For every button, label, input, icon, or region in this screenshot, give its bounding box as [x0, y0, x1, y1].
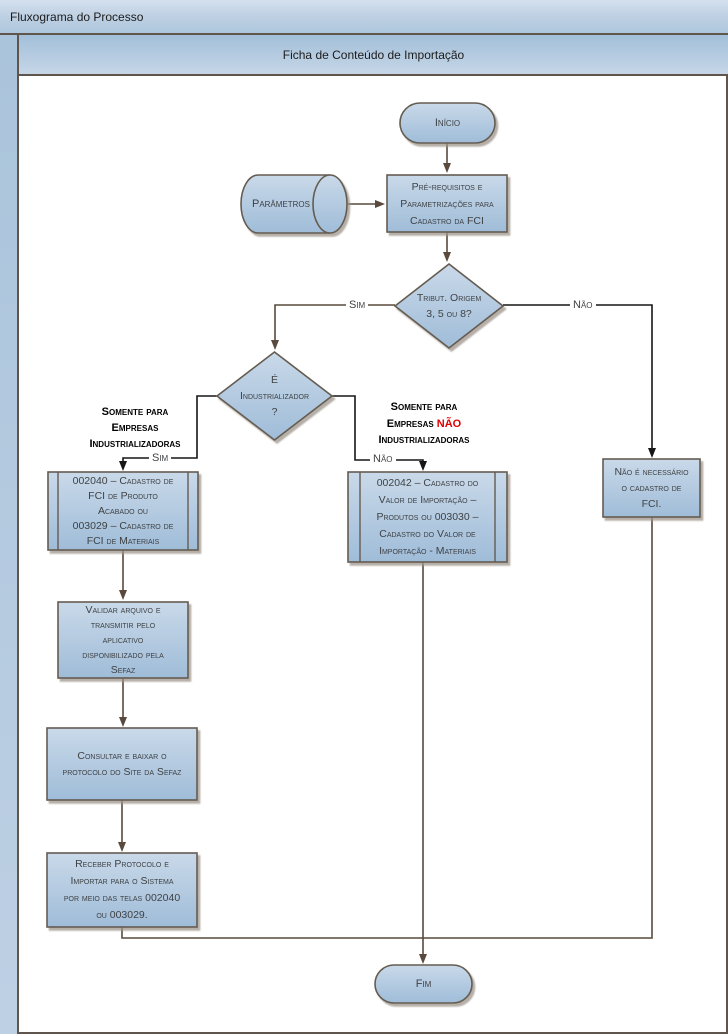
decision-tribut-origem — [393, 262, 505, 350]
window-titlebar: Fluxograma do Processo — [0, 0, 728, 35]
note-right-line1: Somente para — [390, 401, 458, 413]
process-validar — [57, 601, 189, 679]
connectors-decision — [119, 304, 656, 471]
edge-sim-industrializador — [119, 395, 217, 471]
edge-sim-decision2 — [271, 304, 395, 350]
decision-industrializador — [215, 350, 334, 442]
note-empresas-industrializadoras: Somente para Empresas Industrializadoras — [89, 406, 181, 450]
start-node — [399, 102, 496, 144]
process-prerequisitos — [386, 174, 508, 233]
cadastro-fci-label: 002040 – Cadastro de FCI de Produto Acab… — [72, 474, 174, 547]
edge-nao-industrializador — [332, 395, 427, 471]
decision-industrializador-label: É Industrializador ? — [239, 374, 310, 418]
decision-tribut-label: Tribut. Origem 3, 5 ou 8? — [416, 292, 482, 320]
consultar-label: Consultar e baixar o protocolo do Site d… — [62, 750, 182, 778]
parametros-label: Parâmetros — [251, 197, 310, 210]
edge-nao-tributacao — [503, 304, 656, 458]
process-consultar — [46, 727, 198, 801]
start-label: Início — [434, 116, 461, 129]
swimlane-header: Ficha de Conteúdo de Importação — [19, 35, 728, 76]
database-parametros — [240, 174, 348, 234]
process-receber — [46, 852, 198, 928]
swimlane-title: Ficha de Conteúdo de Importação — [282, 47, 465, 62]
validar-label: Validar arquivo e transmitir pelo aplica… — [82, 603, 164, 676]
subprocess-cadastro-valor — [347, 471, 508, 563]
end-node — [374, 964, 473, 1004]
nao-necessario-label: Não é necessário o cadastro de FCI. — [614, 466, 689, 510]
end-label: Fim — [415, 977, 432, 990]
note-right-line3: Industrializadoras — [378, 434, 470, 446]
subprocess-cadastro-fci — [47, 471, 199, 551]
edge-label-sim-tributacao: Sim — [346, 298, 369, 312]
subprocess-bars — [57, 472, 496, 562]
window-title: Fluxograma do Processo — [10, 9, 144, 24]
swimlane-strip — [0, 35, 19, 1034]
cadastro-valor-label: 002042 – Cadastro do Valor de Importação… — [376, 476, 479, 557]
note-right-nao-highlight: NÃO — [436, 417, 462, 430]
prerequisitos-label: Pré-requisitos e Parametrizações para Ca… — [400, 180, 494, 227]
edge-label-nao-industrializador: Não — [370, 452, 396, 466]
process-nao-necessario — [602, 458, 701, 518]
edge-label-sim-industrializador: Sim — [149, 451, 172, 465]
edge-convergence — [121, 517, 653, 939]
connectors-main — [118, 143, 653, 964]
receber-label: Receber Protocolo e Importar para o Sist… — [63, 858, 181, 921]
note-right-line2-prefix: Empresas — [386, 417, 437, 430]
edge-label-nao-tributacao: Não — [570, 298, 596, 312]
